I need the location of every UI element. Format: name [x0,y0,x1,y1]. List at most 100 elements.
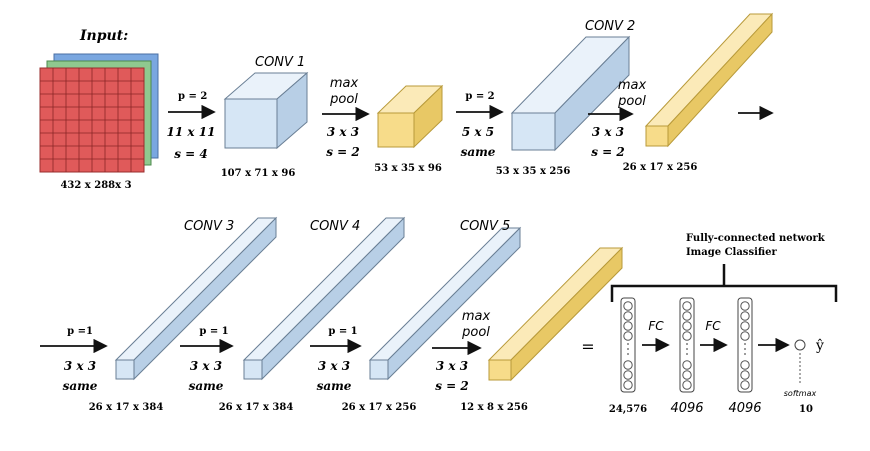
ellipsis-dot [744,353,746,355]
fc-layer-1-column [620,297,636,393]
neuron-node [682,360,692,370]
neuron-node [623,360,633,370]
fc-layer-3-units: 4096 [728,401,761,416]
pool1-dims: 53 x 35 x 96 [374,163,442,174]
step3-filter: 3 x 3 [64,359,96,373]
ellipsis-dot [686,343,688,345]
conv1-dims: 107 x 71 x 96 [221,168,296,179]
output-units: 10 [799,404,813,415]
neuron-node [682,321,692,331]
neuron-node [682,370,692,380]
output-node [794,339,806,351]
pool2-label-bottom: pool [617,94,646,109]
conv2-dims: 53 x 35 x 256 [496,166,571,177]
input-image-stack [39,53,159,173]
fc-layer-2-units: 4096 [670,401,703,416]
ellipsis-dot [686,348,688,350]
conv3-volume [114,216,278,381]
pool2-volume [644,12,774,148]
step5-padding: p = 1 [328,326,357,337]
neuron-node [740,370,750,380]
ellipsis-dot [744,343,746,345]
conv3-dims: 26 x 17 x 384 [89,402,164,413]
fc-label-1: FC [648,319,664,333]
step4-filter: 3 x 3 [190,359,222,373]
step1-padding: p = 2 [178,91,207,102]
pool1-volume [376,84,444,149]
fc-label-2: FC [705,319,721,333]
softmax-label: softmax [784,389,817,398]
fc-layer-1-units: 24,576 [609,404,647,415]
neuron-node [740,331,750,341]
input-dims: 432 x 288x 3 [60,180,131,191]
conv3-title: CONV 3 [184,219,234,234]
step3-mode: same [63,379,98,393]
fc-network-title: Fully-connected network [686,233,826,244]
fc-bracket [610,284,838,302]
pool3-volume [487,246,624,382]
conv1-volume [223,71,309,150]
pool3-label-top: max [462,309,491,324]
input-title: Input: [79,28,128,44]
pool3-stride: s = 2 [435,379,469,393]
fc-layer-2-column [679,297,695,393]
pool2-dims: 26 x 17 x 256 [623,162,698,173]
neuron-node [682,331,692,341]
pool1-label-bottom: pool [329,92,358,107]
pool1-filter: 3 x 3 [327,125,359,139]
ellipsis-dot [627,348,629,350]
step5-mode: same [317,379,352,393]
step2-padding: p = 2 [465,91,494,102]
neuron-node [623,321,633,331]
conv2-title: CONV 2 [585,19,635,34]
neuron-node [682,301,692,311]
fc-layer-frame [620,297,636,393]
conv4-title: CONV 4 [310,219,360,234]
neuron-node [740,360,750,370]
conv5-dims: 26 x 17 x 256 [342,402,417,413]
neuron-node [623,370,633,380]
conv2-volume [510,35,631,152]
step1-filter: 11 x 11 [167,125,216,139]
pool2-filter: 3 x 3 [592,125,624,139]
step2-mode: same [461,145,496,159]
fc-network-subtitle: Image Classifier [686,247,778,258]
ellipsis-dot [627,343,629,345]
ellipsis-dot [744,348,746,350]
input-grid-lines [40,68,144,172]
fc-layer-frame [737,297,753,393]
neuron-node [682,311,692,321]
neuron-node [740,321,750,331]
ellipsis-dot [686,353,688,355]
step4-padding: p = 1 [199,326,228,337]
pool3-label-bottom: pool [461,325,490,340]
conv4-volume [242,216,406,381]
neuron-node [623,331,633,341]
conv5-title: CONV 5 [460,219,510,234]
neuron-node [740,311,750,321]
step2-filter: 5 x 5 [462,125,494,139]
neuron-node [682,380,692,390]
pool2-stride: s = 2 [591,145,625,159]
conv5-volume [368,226,522,381]
ellipsis-dot [627,353,629,355]
pool3-filter: 3 x 3 [436,359,468,373]
fc-layer-3-column [737,297,753,393]
neuron-node [740,301,750,311]
neuron-node [623,311,633,321]
step4-mode: same [189,379,224,393]
output-symbol: ŷ [815,337,824,354]
equals-sign: = [581,337,594,356]
step3-padding: p =1 [67,326,93,337]
fc-layer-frame [679,297,695,393]
step1-stride: s = 4 [174,147,208,161]
step5-filter: 3 x 3 [318,359,350,373]
conv4-dims: 26 x 17 x 384 [219,402,294,413]
pool1-stride: s = 2 [326,145,360,159]
neuron-node [623,301,633,311]
neuron-node [740,380,750,390]
pool3-dims: 12 x 8 x 256 [460,402,528,413]
pool2-label-top: max [618,78,647,93]
neuron-node [623,380,633,390]
